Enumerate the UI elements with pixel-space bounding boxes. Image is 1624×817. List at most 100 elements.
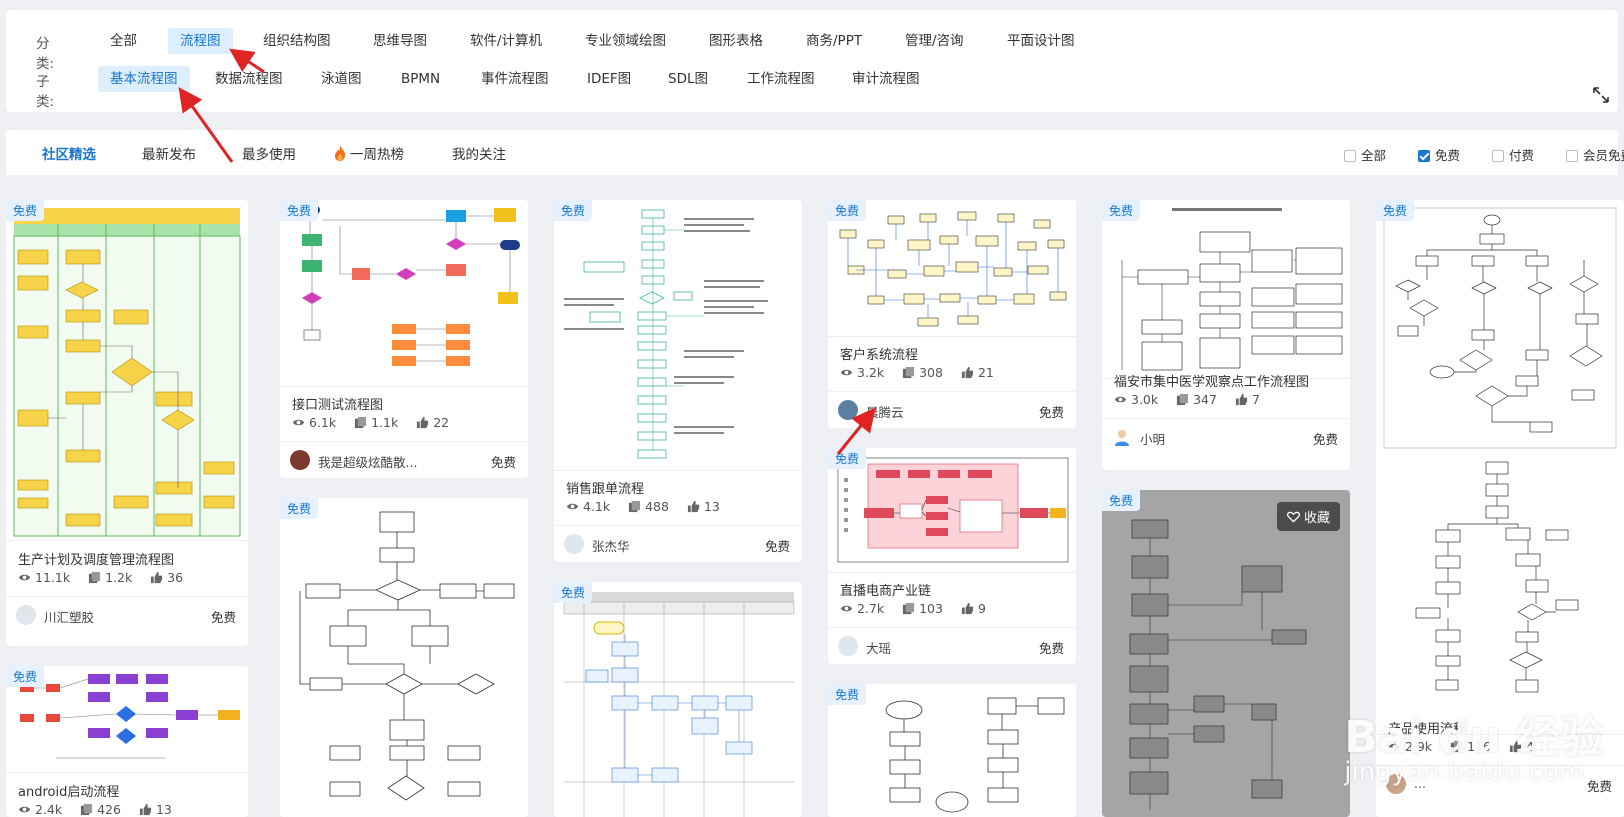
category-flowchart[interactable]: 流程图 bbox=[168, 28, 233, 54]
flowchart-preview-image bbox=[1121, 208, 1343, 371]
avatar[interactable] bbox=[290, 450, 310, 470]
template-title[interactable]: 接口测试流程图 bbox=[292, 398, 384, 413]
template-thumbnail[interactable] bbox=[6, 200, 248, 541]
copies-stat: 308 bbox=[902, 365, 943, 380]
subcategory-event-flow[interactable]: 事件流程图 bbox=[481, 71, 549, 87]
category-mind-map[interactable]: 思维导图 bbox=[373, 33, 427, 49]
filter-free[interactable]: 免费 bbox=[1418, 145, 1460, 164]
category-graphic-table[interactable]: 图形表格 bbox=[709, 33, 763, 49]
category-software[interactable]: 软件/计算机 bbox=[470, 33, 543, 49]
template-stats: 3.2k 308 21 bbox=[840, 365, 1008, 380]
template-card[interactable]: 免费 bbox=[1376, 200, 1624, 817]
free-badge: 免费 bbox=[280, 498, 319, 519]
template-card-hovered[interactable]: 免费 收藏 bbox=[1102, 490, 1350, 817]
copies-stat: 1.1k bbox=[354, 415, 398, 430]
tab-latest[interactable]: 最新发布 bbox=[142, 147, 196, 163]
tab-weekly-hot[interactable]: 一周热榜 bbox=[332, 143, 404, 163]
template-thumbnail[interactable] bbox=[554, 582, 802, 817]
template-card[interactable]: 免费 客户系统流程 3.2k 308 21 晨腾云 免费 bbox=[828, 200, 1076, 428]
category-all[interactable]: 全部 bbox=[110, 33, 137, 49]
watermark-main: Bai du 经验 bbox=[1344, 712, 1604, 763]
template-footer: 川汇塑胶 免费 bbox=[6, 596, 248, 633]
tab-community-picks[interactable]: 社区精选 bbox=[42, 147, 96, 163]
tab-most-used[interactable]: 最多使用 bbox=[242, 147, 296, 163]
template-card[interactable]: 免费 福安市集中医学观察点工作流程图 3.0k 347 7 小明 免费 bbox=[1102, 200, 1350, 470]
avatar[interactable] bbox=[16, 605, 36, 625]
filter-all[interactable]: 全部 bbox=[1344, 145, 1386, 164]
avatar[interactable] bbox=[838, 400, 858, 420]
template-thumbnail[interactable] bbox=[280, 200, 528, 387]
template-title[interactable]: 直播电商产业链 bbox=[840, 584, 932, 599]
author-name[interactable]: 我是超级炫酷散... bbox=[318, 455, 418, 470]
template-card[interactable]: 免费 bbox=[554, 582, 802, 817]
category-label: 分类: bbox=[36, 36, 55, 72]
subcategory-idef[interactable]: IDEF图 bbox=[587, 71, 632, 87]
template-thumbnail[interactable] bbox=[828, 200, 1076, 337]
favorite-button[interactable]: 收藏 bbox=[1276, 502, 1340, 531]
avatar[interactable] bbox=[564, 534, 584, 554]
template-card[interactable]: 免费 android启动流程 2.4k 426 13 bbox=[6, 666, 248, 817]
template-title[interactable]: android启动流程 bbox=[18, 785, 120, 800]
template-card[interactable]: 免费 生产计划及调度管理流程图 11.1k 1.2k 36 川 bbox=[6, 200, 248, 646]
template-card[interactable]: 免费 接口测试流程图 6.1k 1.1k 22 我是超级炫酷散... 免费 bbox=[280, 200, 528, 478]
author-name[interactable]: 晨腾云 bbox=[866, 405, 904, 420]
thumbs-up-icon bbox=[1509, 740, 1522, 753]
subcategory-workflow[interactable]: 工作流程图 bbox=[747, 71, 815, 87]
template-card[interactable]: 免费 bbox=[280, 498, 528, 817]
category-business-ppt[interactable]: 商务/PPT bbox=[806, 33, 863, 49]
subcategory-audit-flow[interactable]: 审计流程图 bbox=[852, 71, 920, 87]
template-thumbnail[interactable] bbox=[554, 200, 802, 471]
price-label: 免费 bbox=[1586, 779, 1612, 794]
flowchart-preview-image bbox=[885, 697, 1065, 813]
heart-icon bbox=[1286, 511, 1300, 523]
thumbs-up-icon bbox=[1235, 393, 1248, 406]
template-thumbnail[interactable] bbox=[828, 448, 1076, 573]
avatar[interactable] bbox=[1112, 427, 1132, 447]
category-management[interactable]: 管理/咨询 bbox=[905, 33, 964, 49]
template-thumbnail[interactable] bbox=[6, 666, 248, 773]
copies-stat: 116 bbox=[1450, 739, 1491, 754]
author-name[interactable]: ... bbox=[1414, 776, 1426, 791]
template-thumbnail[interactable] bbox=[828, 684, 1076, 817]
author-name[interactable]: 小明 bbox=[1140, 432, 1166, 447]
template-card[interactable]: 免费 bbox=[828, 684, 1076, 817]
avatar[interactable] bbox=[838, 636, 858, 656]
checkbox-free[interactable] bbox=[1418, 150, 1430, 162]
template-card[interactable]: 免费 直播电商产业链 2.7k 103 9 大瑶 免费 bbox=[828, 448, 1076, 664]
author-name[interactable]: 张杰华 bbox=[592, 539, 630, 554]
template-title[interactable]: 福安市集中医学观察点工作流程图 bbox=[1114, 375, 1310, 390]
checkbox-member-free[interactable] bbox=[1566, 150, 1578, 162]
category-graphic-design[interactable]: 平面设计图 bbox=[1007, 33, 1075, 49]
author-name[interactable]: 大瑶 bbox=[866, 641, 892, 656]
subcategory-swimlane[interactable]: 泳道图 bbox=[321, 71, 362, 87]
template-title[interactable]: 产品使用流程 bbox=[1388, 722, 1467, 737]
checkbox-paid[interactable] bbox=[1492, 150, 1504, 162]
subcategory-bpmn[interactable]: BPMN bbox=[401, 71, 441, 87]
subcategory-data-flow[interactable]: 数据流程图 bbox=[215, 71, 283, 87]
subcategory-sdl[interactable]: SDL图 bbox=[668, 71, 708, 87]
template-thumbnail[interactable] bbox=[1376, 200, 1624, 735]
template-thumbnail[interactable] bbox=[1102, 200, 1350, 379]
template-thumbnail[interactable] bbox=[1102, 490, 1350, 817]
category-professional[interactable]: 专业领域绘图 bbox=[585, 33, 666, 49]
subcategory-basic-flowchart[interactable]: 基本流程图 bbox=[98, 66, 190, 92]
tab-following[interactable]: 我的关注 bbox=[452, 147, 506, 163]
thumbs-up-icon bbox=[151, 571, 163, 584]
avatar[interactable] bbox=[1386, 774, 1406, 794]
author-name[interactable]: 川汇塑胶 bbox=[44, 610, 95, 625]
template-thumbnail[interactable] bbox=[280, 498, 528, 817]
expand-icon[interactable] bbox=[1592, 86, 1610, 104]
template-title[interactable]: 销售跟单流程 bbox=[566, 482, 645, 497]
category-org-chart[interactable]: 组织结构图 bbox=[263, 33, 331, 49]
flowchart-preview-image bbox=[839, 211, 1067, 327]
template-title[interactable]: 生产计划及调度管理流程图 bbox=[18, 553, 175, 568]
template-footer: 我是超级炫酷散... 免费 bbox=[280, 441, 528, 478]
filter-member-free[interactable]: 会员免费 bbox=[1566, 145, 1624, 164]
flowchart-preview-image bbox=[13, 208, 241, 537]
template-title[interactable]: 客户系统流程 bbox=[840, 348, 919, 363]
views-stat: 2.7k bbox=[840, 601, 884, 616]
checkbox-all[interactable] bbox=[1344, 150, 1356, 162]
template-card[interactable]: 免费 销售跟单流程 4.1k 488 13 张杰华 免费 bbox=[554, 200, 802, 562]
views-stat: 3.2k bbox=[840, 365, 884, 380]
filter-paid[interactable]: 付费 bbox=[1492, 145, 1534, 164]
